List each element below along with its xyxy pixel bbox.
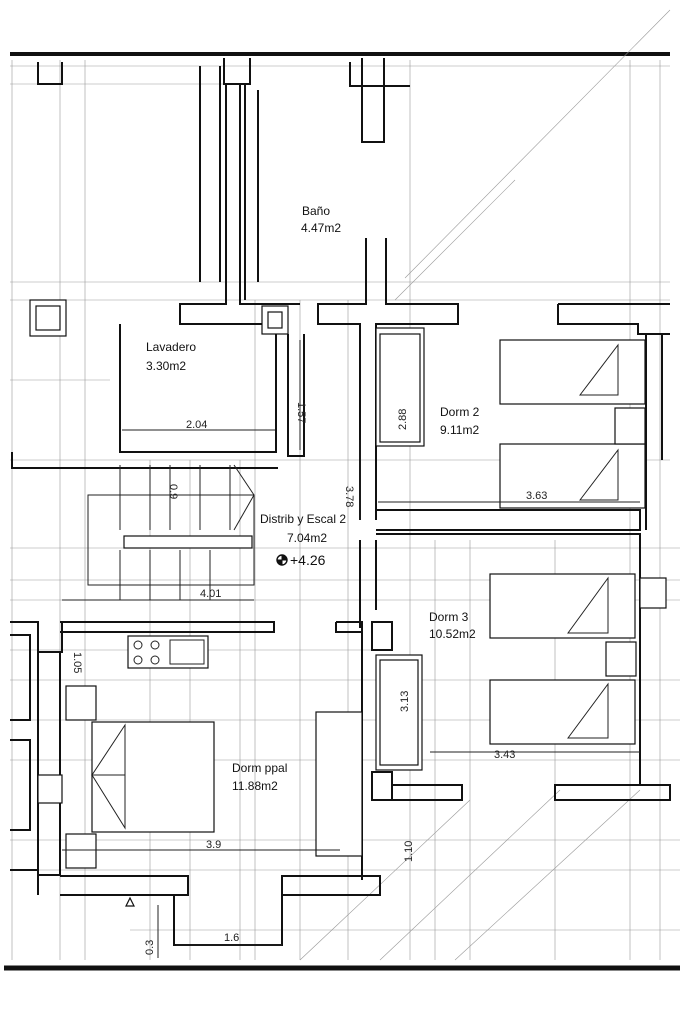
dimension-label: 1.05 (71, 652, 83, 673)
frame-lines (4, 52, 680, 971)
room-name-dorm2: Dorm 2 (440, 405, 480, 419)
dimension-label: 3.78 (343, 486, 355, 507)
dimension-label: 2.04 (186, 419, 207, 431)
room-name-lavadero: Lavadero (146, 340, 196, 354)
room-area-dormppal: 11.88m2 (232, 779, 278, 793)
columns (29, 299, 667, 804)
room-name-distrib: Distrib y Escal 2 (260, 512, 346, 526)
room-area-dorm2: 9.11m2 (440, 423, 479, 437)
dimension-label: 2.88 (397, 409, 409, 430)
room-area-bano: 4.47m2 (301, 221, 341, 235)
level-value: +4.26 (290, 552, 326, 568)
wardrobes (315, 327, 425, 857)
room-area-distrib: 7.04m2 (287, 531, 327, 545)
dimension-label: 1.6 (224, 932, 239, 944)
staircase (87, 464, 255, 600)
room-name-bano: Baño (302, 204, 330, 218)
dimension-label: 0.9 (167, 484, 179, 499)
dimension-label: 1.10 (403, 841, 415, 862)
dimension-label: 3.63 (526, 490, 547, 502)
dimension-label: 0.3 (144, 940, 156, 955)
room-name-dorm3: Dorm 3 (429, 610, 469, 624)
room-area-dorm3: 10.52m2 (429, 627, 476, 641)
dimension-label: 1.57 (295, 402, 307, 423)
dimension-lines (62, 340, 640, 958)
dimension-label: 4.01 (200, 588, 221, 600)
room-name-dormppal: Dorm ppal (232, 761, 287, 775)
room-area-lavadero: 3.30m2 (146, 359, 186, 373)
triangle-marker-icon (125, 896, 135, 907)
dimension-label: 3.43 (494, 749, 515, 761)
dimension-label: 3.9 (206, 839, 221, 851)
beds (65, 339, 646, 869)
level-marker-icon (276, 554, 288, 566)
cooktop (127, 635, 209, 669)
dimension-label: 3.13 (399, 691, 411, 712)
